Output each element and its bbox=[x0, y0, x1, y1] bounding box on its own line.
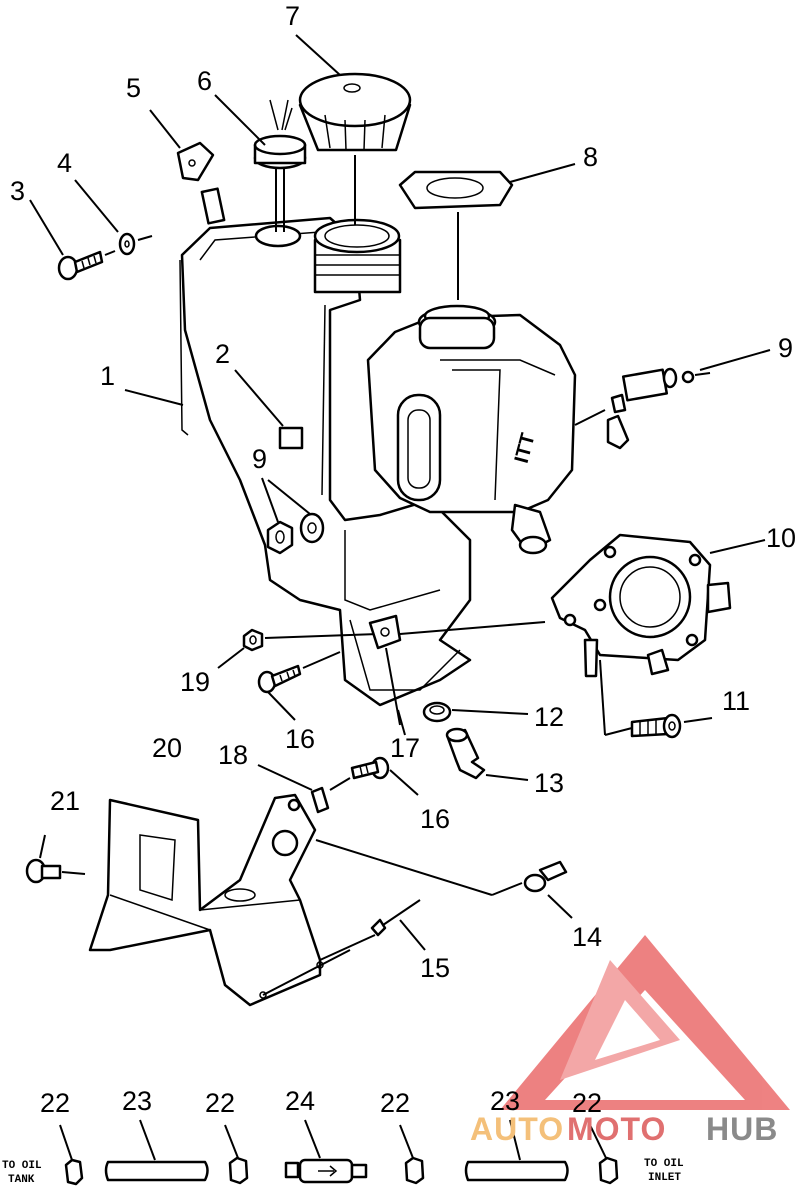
o-ring bbox=[422, 701, 529, 723]
decal bbox=[278, 426, 304, 450]
callout-17: 17 bbox=[390, 733, 420, 763]
note-to-oil-tank-1: TO OIL bbox=[2, 1160, 42, 1172]
callout-20: 20 bbox=[152, 733, 182, 763]
rivet bbox=[370, 899, 426, 951]
callout-12: 12 bbox=[534, 702, 564, 732]
callout-19: 19 bbox=[180, 667, 210, 697]
callout-23-b: 23 bbox=[490, 1086, 520, 1116]
callout-23-a: 23 bbox=[122, 1086, 152, 1116]
fitting bbox=[574, 367, 711, 450]
note-to-oil-inlet-1: TO OIL bbox=[644, 1158, 684, 1170]
callout-8: 8 bbox=[583, 142, 598, 172]
note-to-oil-tank-2: TANK bbox=[8, 1174, 35, 1186]
oil-pump bbox=[550, 533, 732, 678]
callout-11: 11 bbox=[722, 686, 750, 716]
callout-18: 18 bbox=[218, 740, 248, 770]
watermark-hub: HUB bbox=[706, 1111, 778, 1147]
callout-10: 10 bbox=[766, 523, 796, 553]
oil-tank bbox=[179, 187, 472, 707]
callout-3: 3 bbox=[10, 176, 25, 206]
callout-13: 13 bbox=[534, 768, 564, 798]
watermark-logo bbox=[500, 935, 790, 1110]
line-connection-diagram bbox=[59, 1119, 619, 1186]
watermark-auto: AUTO bbox=[470, 1111, 564, 1147]
callout-21: 21 bbox=[50, 786, 80, 816]
callout-22-c: 22 bbox=[380, 1088, 410, 1118]
callout-9-right: 9 bbox=[778, 333, 793, 363]
note-to-oil-inlet-2: INLET bbox=[648, 1172, 681, 1184]
screw-left bbox=[25, 834, 86, 884]
screw-lower bbox=[329, 756, 419, 796]
callout-16-lower: 16 bbox=[420, 804, 450, 834]
hose-clamp bbox=[315, 839, 573, 919]
clip bbox=[176, 141, 215, 182]
nut-washer bbox=[266, 512, 325, 555]
callout-22-a: 22 bbox=[40, 1088, 70, 1118]
gasket bbox=[398, 170, 514, 300]
callout-22-b: 22 bbox=[205, 1088, 235, 1118]
reservoir-tank: ITT bbox=[366, 304, 577, 555]
callout-6: 6 bbox=[197, 66, 212, 96]
callout-22-d: 22 bbox=[572, 1088, 602, 1118]
bolt bbox=[630, 713, 713, 739]
screw-upper bbox=[257, 651, 341, 694]
watermark-moto: MOTO bbox=[567, 1111, 666, 1147]
washer bbox=[118, 232, 153, 256]
level-sender bbox=[253, 99, 307, 232]
callout-15: 15 bbox=[420, 953, 450, 983]
screw bbox=[57, 250, 116, 281]
tank-cap bbox=[298, 72, 412, 225]
callout-leaders bbox=[29, 34, 771, 736]
hose-fitting bbox=[445, 727, 529, 781]
callout-5: 5 bbox=[126, 73, 141, 103]
callout-1: 1 bbox=[100, 361, 115, 391]
callout-labels: 1 2 3 4 5 6 7 8 9 9 10 11 12 13 14 15 16… bbox=[10, 1, 796, 1118]
callout-7: 7 bbox=[285, 1, 300, 31]
retainer-clip bbox=[257, 764, 330, 814]
line-notes: TO OIL TANK TO OIL INLET bbox=[2, 1158, 684, 1186]
callout-14: 14 bbox=[572, 922, 602, 952]
callout-2: 2 bbox=[215, 339, 230, 369]
filler-neck bbox=[254, 218, 402, 294]
callout-4: 4 bbox=[57, 148, 72, 178]
nut bbox=[242, 628, 379, 652]
callout-9-left: 9 bbox=[252, 444, 267, 474]
callout-24: 24 bbox=[285, 1086, 315, 1116]
watermark-text: AUTO MOTO HUB bbox=[470, 1111, 778, 1147]
mounting-bracket bbox=[88, 793, 376, 1007]
callout-16-upper: 16 bbox=[285, 724, 315, 754]
